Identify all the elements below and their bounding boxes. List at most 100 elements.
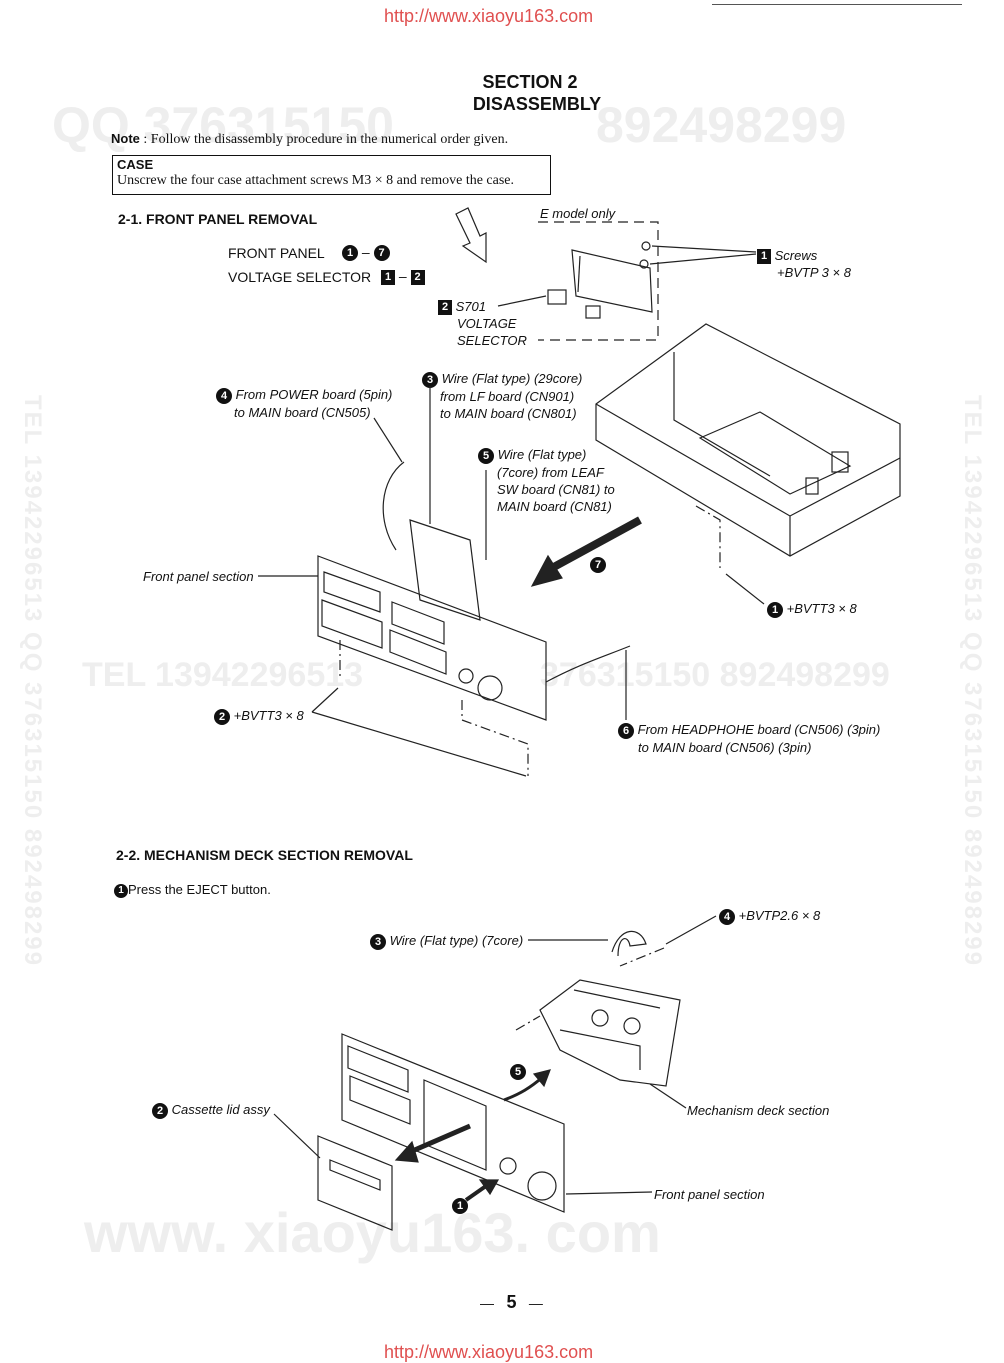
watermark-side-right: TEL 13942296513 QQ 376315150 892498299 xyxy=(959,395,986,967)
leader-cassette-lid xyxy=(273,1113,321,1159)
range-dash: – xyxy=(361,244,370,260)
callout-1-text: +BVTT3 × 8 xyxy=(786,601,857,616)
page-dash-right: — xyxy=(528,1295,543,1311)
callout-4-line1: From POWER board (5pin) xyxy=(235,387,393,402)
callout-5: 5 Wire (Flat type) (7core) from LEAF SW … xyxy=(478,446,615,515)
callout-5-line1: Wire (Flat type) xyxy=(497,447,587,462)
step-badge: 7 xyxy=(590,556,606,573)
step-badge: 2 xyxy=(152,1102,168,1119)
step-badge: 1 xyxy=(114,883,128,898)
front-panel-steps: 1 – 7 xyxy=(342,244,390,262)
section-title: DISASSEMBLY xyxy=(472,94,602,114)
callout-5-line3: SW board (CN81) to xyxy=(497,481,615,497)
front-panel-2-drawing xyxy=(341,1033,565,1213)
mech-callout-2-text: Cassette lid assy xyxy=(171,1102,270,1117)
step-square: 1 xyxy=(757,249,771,265)
step-badge: 4 xyxy=(216,387,232,404)
step-square: 1 xyxy=(381,269,395,285)
mechanism-deck-label: Mechanism deck section xyxy=(687,1103,830,1118)
s701-text: S701 xyxy=(455,299,486,314)
step-badge: 5 xyxy=(478,447,494,464)
case-title: CASE xyxy=(117,157,154,172)
section-number: SECTION 2 xyxy=(482,72,578,92)
callout-3-line1: Wire (Flat type) (29core) xyxy=(441,371,583,386)
leader-front-panel-2 xyxy=(565,1191,653,1195)
page-number-value: 5 xyxy=(506,1292,517,1312)
mech-callout-1: 1 xyxy=(452,1197,468,1215)
header-rule xyxy=(712,4,962,5)
callout-6: 6 From HEADPHOHE board (CN506) (3pin) to… xyxy=(618,721,880,756)
leader-callout-1 xyxy=(725,573,765,605)
watermark-site: www. xiaoyu163. com xyxy=(84,1201,661,1264)
range-dash: – xyxy=(398,268,407,284)
note-label: Note xyxy=(111,131,140,146)
e-model-label: E model only xyxy=(540,206,616,221)
voltage-selector-steps: 1 – 2 xyxy=(381,268,425,285)
dashdot-panel-screw-right xyxy=(461,700,529,776)
case-box: CASE Unscrew the four case attachment sc… xyxy=(112,155,551,195)
step-badge: 1 xyxy=(767,601,783,618)
callout-4-line2: to MAIN board (CN505) xyxy=(234,404,371,420)
watermark-side-left: TEL 13942296513 QQ 376315150 892498299 xyxy=(19,395,46,967)
leader-callout-4 xyxy=(373,417,403,463)
step-badge: 3 xyxy=(422,371,438,388)
watermark-qq: QQ 376315150 xyxy=(52,97,394,153)
callout-3-line2: from LF board (CN901) xyxy=(440,388,575,404)
mech-callout-2: 2 Cassette lid assy xyxy=(152,1101,270,1119)
step-badge: 7 xyxy=(373,245,390,262)
mech-arrow-5-head xyxy=(532,1069,551,1088)
footer-url[interactable]: http://www.xiaoyu163.com xyxy=(384,1342,594,1362)
leader-callout-2-a xyxy=(311,687,339,713)
callout-7: 7 xyxy=(590,556,606,574)
watermark-tel: TEL 13942296513 xyxy=(82,656,364,694)
step-badge: 6 xyxy=(618,722,634,739)
mech-callout-3-text: Wire (Flat type) (7core) xyxy=(389,933,524,948)
callout-6-line2: to MAIN board (CN506) (3pin) xyxy=(638,739,812,755)
s701-callout: 2 S701 VOLTAGE SELECTOR xyxy=(438,298,527,349)
header-url[interactable]: http://www.xiaoyu163.com xyxy=(384,6,594,26)
callout-5-line4: MAIN board (CN81) xyxy=(497,498,612,514)
page-dash-left: — xyxy=(480,1295,494,1311)
note-text: : Follow the disassembly procedure in th… xyxy=(143,132,509,147)
leader-screws-2 xyxy=(649,253,757,265)
mech-front-panel-label: Front panel section xyxy=(654,1187,765,1202)
press-eject-text: Press the EJECT button. xyxy=(128,882,271,897)
leader-screws-1 xyxy=(651,245,757,253)
mech-callout-5: 5 xyxy=(510,1063,526,1081)
case-text: Unscrew the four case attachment screws … xyxy=(117,173,515,188)
front-panel-drawing xyxy=(317,519,547,721)
wire-loop xyxy=(611,930,647,957)
mechanism-deck-drawing xyxy=(539,979,681,1087)
callout-2: 2 +BVTT3 × 8 xyxy=(214,707,304,725)
leader-mechanism-deck xyxy=(649,1083,687,1109)
voltage-selector-label: VOLTAGE SELECTOR xyxy=(228,269,372,285)
step-badge: 5 xyxy=(510,1063,526,1080)
callout-4: 4 From POWER board (5pin) to MAIN board … xyxy=(216,386,392,421)
flat-wire-curve xyxy=(382,461,405,551)
s701-line2: VOLTAGE xyxy=(457,316,517,332)
step-badge: 2 xyxy=(214,708,230,725)
leader-callout-2-b xyxy=(311,711,527,777)
callout-1: 1 +BVTT3 × 8 xyxy=(767,600,857,618)
watermark-num: 892498299 xyxy=(596,97,847,153)
dashdot-mech xyxy=(515,947,665,1031)
step-square: 2 xyxy=(438,300,452,316)
headphone-wire xyxy=(545,645,631,683)
dashdot-chassis-screw xyxy=(695,505,721,568)
chassis xyxy=(595,323,901,557)
step-square: 2 xyxy=(410,269,425,285)
mechanism-deck-removal-heading: 2-2. MECHANISM DECK SECTION REMOVAL xyxy=(116,847,413,863)
watermark-mid-num: 376315150 892498299 xyxy=(540,656,890,694)
eject-arrow xyxy=(394,1123,471,1163)
screws-text: Screws xyxy=(774,248,818,263)
leader-mech-4 xyxy=(665,915,717,945)
front-panel-removal-heading: 2-1. FRONT PANEL REMOVAL xyxy=(118,211,318,227)
callout-3: 3 Wire (Flat type) (29core) from LF boar… xyxy=(422,370,582,422)
callout-2-text: +BVTT3 × 8 xyxy=(233,708,304,723)
mech-callout-4: 4 +BVTP2.6 × 8 xyxy=(719,907,820,925)
step-badge: 1 xyxy=(342,245,358,262)
screws-callout: 1 Screws +BVTP 3 × 8 xyxy=(757,247,851,281)
step-badge: 1 xyxy=(452,1197,468,1214)
